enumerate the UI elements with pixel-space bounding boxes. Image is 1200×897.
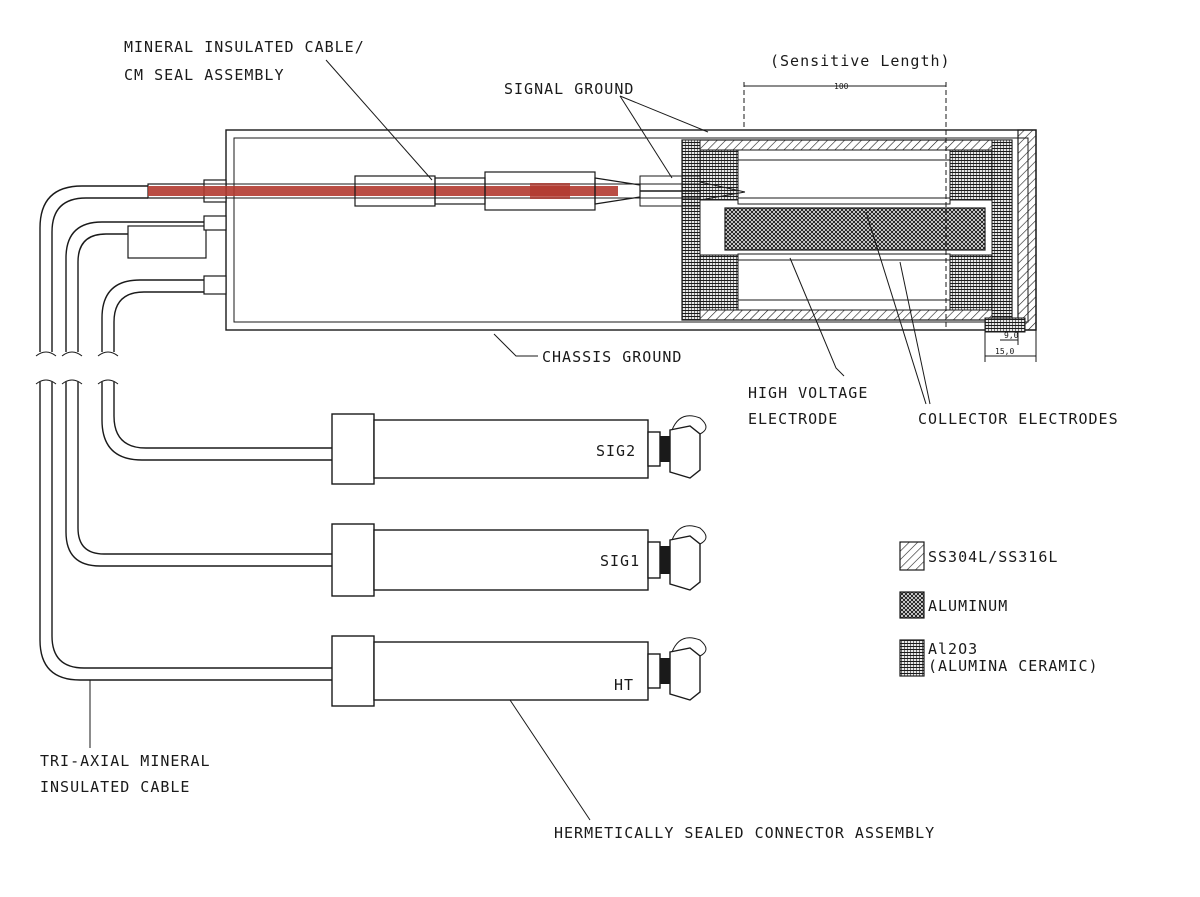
leader-lines xyxy=(89,59,931,821)
hv-electrode-label-line1: HIGH VOLTAGE xyxy=(748,384,868,402)
legend-label-aluminum: ALUMINUM xyxy=(928,597,1008,615)
mi-cable-label-line2: CM SEAL ASSEMBLY xyxy=(124,66,285,84)
legend-swatch-alumina xyxy=(899,639,925,677)
sensitive-dim-value: 100 xyxy=(834,82,849,91)
signal-ground-label: SIGNAL GROUND xyxy=(504,80,634,98)
chassis-ground-label: CHASSIS GROUND xyxy=(542,348,682,366)
chamber-housing xyxy=(225,129,1037,331)
collector-electrodes-label: COLLECTOR ELECTRODES xyxy=(918,410,1119,428)
dim-15-label: 15,0 xyxy=(995,347,1014,356)
tri-axial-cables-upper xyxy=(35,185,204,385)
connector-sig1-label: SIG1 xyxy=(600,552,640,570)
cable-entries xyxy=(127,215,227,295)
connector-sig2-label: SIG2 xyxy=(596,442,636,460)
end-dimension-block: 9,0 15,0 xyxy=(984,317,1037,362)
legend-label-alumina-line1: Al2O3 xyxy=(928,640,978,658)
legend-label-stainless: SS304L/SS316L xyxy=(928,548,1058,566)
sensitive-volume xyxy=(681,139,1013,321)
sensitive-length-dimension: 100 (Sensitive Length) xyxy=(743,52,951,330)
mi-cable-label-line1: MINERAL INSULATED CABLE/ xyxy=(124,38,365,56)
connector-ht-label: HT xyxy=(614,676,634,694)
mi-cable-assembly xyxy=(147,171,746,211)
connector-ht: HT xyxy=(331,635,707,707)
sensitive-length-label: (Sensitive Length) xyxy=(770,52,951,70)
dim-9-label: 9,0 xyxy=(1004,331,1019,340)
material-legend: SS304L/SS316L ALUMINUM Al2O3 (ALUMINA CE… xyxy=(899,541,1099,677)
text-labels: MINERAL INSULATED CABLE/ CM SEAL ASSEMBL… xyxy=(40,38,1119,842)
triaxial-cable-label-line2: INSULATED CABLE xyxy=(40,778,190,796)
legend-swatch-aluminum xyxy=(899,591,925,619)
collector-electrode-bottom xyxy=(737,253,951,261)
legend-swatch-stainless xyxy=(899,541,925,571)
collector-electrode-top xyxy=(737,197,951,205)
connector-sig1: SIG1 xyxy=(331,523,707,597)
hv-electrode-label-line2: ELECTRODE xyxy=(748,410,838,428)
cable-core xyxy=(148,186,618,196)
hermetic-connector-label: HERMETICALLY SEALED CONNECTOR ASSEMBLY xyxy=(554,824,935,842)
legend-label-alumina-line2: (ALUMINA CERAMIC) xyxy=(928,657,1099,675)
connector-sig2: SIG2 xyxy=(331,413,707,485)
triaxial-cable-label-line1: TRI-AXIAL MINERAL xyxy=(40,752,211,770)
tri-axial-cables-lower xyxy=(39,382,332,681)
hv-electrode-rod xyxy=(724,207,986,251)
